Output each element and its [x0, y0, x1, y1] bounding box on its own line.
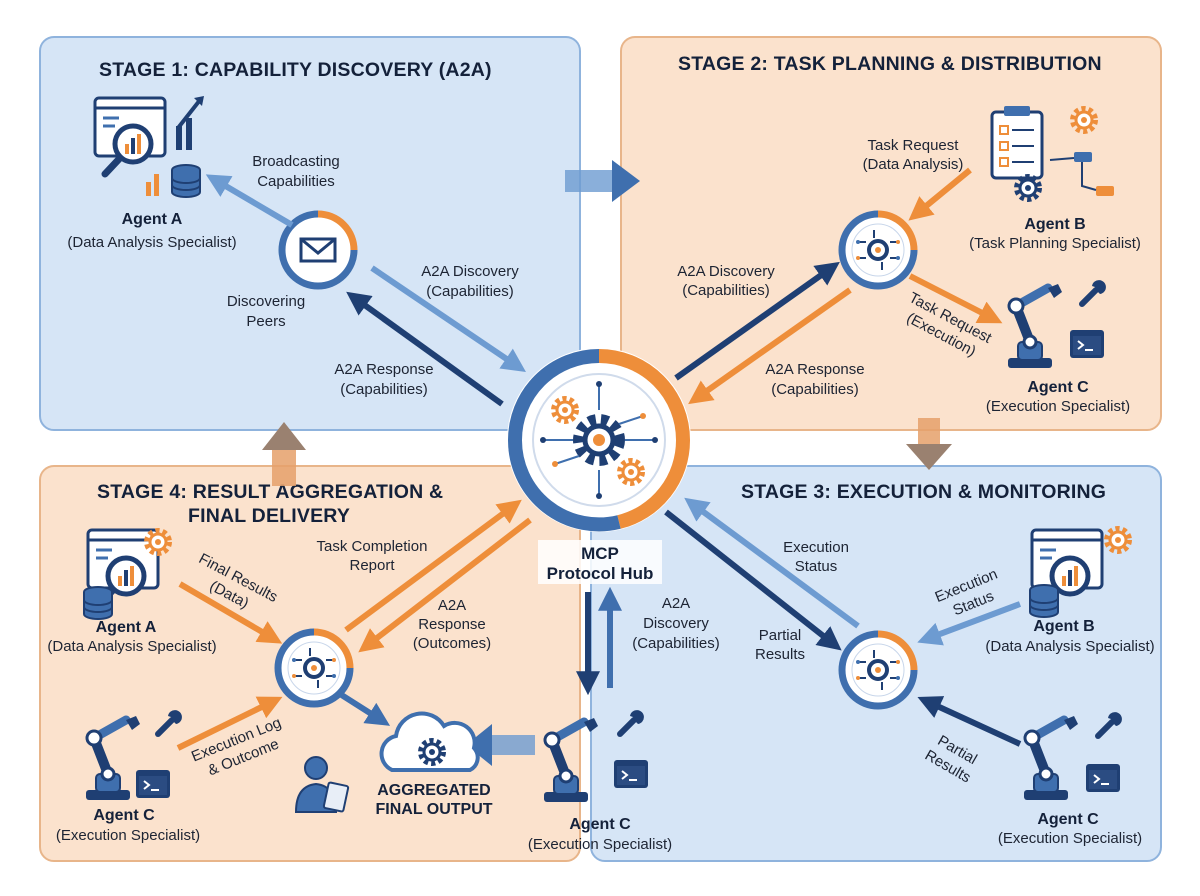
- s3-agent-b-name: Agent B: [1033, 618, 1094, 635]
- s4-agent-c-name: Agent C: [93, 807, 155, 824]
- s3-status-arrow: [684, 497, 860, 629]
- s4-completion-arrow: [344, 499, 522, 633]
- s2-agent-b-icon: [990, 106, 1114, 199]
- s1-response-label-2: (Capabilities): [340, 381, 428, 398]
- s3-partial-arrow: [664, 509, 842, 651]
- stage1-title: STAGE 1: CAPABILITY DISCOVERY (A2A): [99, 59, 492, 81]
- s1-discovery-label-2: (Capabilities): [426, 283, 514, 300]
- hub-label-1: MCP: [581, 544, 619, 563]
- stage-transition-4-1: [262, 422, 306, 486]
- s1-agent-a-icon: [95, 96, 204, 198]
- s4-response-label-3: (Outcomes): [413, 635, 491, 652]
- s1-broadcast-label-1: Broadcasting: [252, 153, 340, 170]
- s4-response-label-1: A2A: [438, 597, 466, 614]
- s3-status-label-2: Status: [795, 558, 838, 575]
- s1-response-label-1: A2A Response: [334, 361, 433, 378]
- s4-response-arrow: [358, 517, 532, 653]
- s4-completion-label-1: Task Completion: [317, 538, 428, 555]
- s2-planning-node: [842, 214, 914, 286]
- s1-agent-a-role: (Data Analysis Specialist): [67, 234, 236, 251]
- s3-status-label-1: Execution: [783, 539, 849, 556]
- s2-taskreq-label-1: Task Request: [868, 137, 960, 154]
- s4-agent-c-role: (Execution Specialist): [56, 827, 200, 844]
- stage4-title-line1: STAGE 4: RESULT AGGREGATION &: [97, 481, 443, 503]
- mcp-hub-icon: [507, 348, 691, 532]
- s2-discovery-label-1: A2A Discovery: [677, 263, 775, 280]
- s4-final-arrow: [178, 581, 283, 644]
- s3-monitor-node: [842, 634, 914, 706]
- s1-broadcast-label-2: Capabilities: [257, 173, 335, 190]
- s1-discovering-label-2: Peers: [246, 313, 285, 330]
- s2-agent-b-name: Agent B: [1024, 216, 1085, 233]
- s2-agent-c-name: Agent C: [1027, 379, 1089, 396]
- s3-exstatus-arrow: [917, 601, 1022, 646]
- output-label-2: FINAL OUTPUT: [375, 801, 492, 818]
- bottom-discovery-label-1: A2A: [662, 595, 690, 612]
- s3-agent-b-role: (Data Analysis Specialist): [985, 638, 1154, 655]
- s3-partial-label-1: Partial: [759, 627, 802, 644]
- output-label-1: AGGREGATED: [377, 782, 490, 799]
- s2-response-arrow: [688, 287, 852, 405]
- stage3-title: STAGE 3: EXECUTION & MONITORING: [741, 481, 1106, 503]
- s4-agent-a-role: (Data Analysis Specialist): [47, 638, 216, 655]
- s4-aggregation-node: [278, 632, 350, 704]
- s4-completion-label-2: Report: [349, 557, 395, 574]
- s2-discovery-arrow: [674, 261, 840, 381]
- s2-response-label-2: (Capabilities): [771, 381, 859, 398]
- s1-discovery-arrow: [370, 265, 526, 373]
- cloud-icon: [379, 711, 480, 772]
- bottom-agent-c-name: Agent C: [569, 816, 631, 833]
- stage-transition-3-4: [466, 724, 535, 766]
- bottom-discovery-label-2: Discovery: [643, 615, 709, 632]
- stage4-title-line2: FINAL DELIVERY: [188, 505, 350, 527]
- s1-broadcast-arrow: [205, 174, 294, 228]
- s2-agent-c-role: (Execution Specialist): [986, 398, 1130, 415]
- person-icon: [294, 756, 350, 813]
- s1-response-arrow: [346, 291, 504, 407]
- s4-output-arrow: [338, 691, 391, 726]
- hub-label-2: Protocol Hub: [547, 564, 654, 583]
- s3-partial-b-arrow: [917, 696, 1022, 747]
- s1-discovering-label-1: Discovering: [227, 293, 305, 310]
- stage-transition-1-2: [565, 160, 640, 202]
- stage-transition-2-3: [906, 418, 952, 470]
- s1-agent-a-name: Agent A: [122, 211, 183, 228]
- bottom-discovery-label-3: (Capabilities): [632, 635, 720, 652]
- s1-discovery-label-1: A2A Discovery: [421, 263, 519, 280]
- s2-taskreq-arrow: [908, 167, 972, 221]
- s4-response-label-2: Response: [418, 616, 486, 633]
- s2-agent-b-role: (Task Planning Specialist): [969, 235, 1141, 252]
- s3-agent-c-name: Agent C: [1037, 811, 1099, 828]
- s4-log-arrow: [176, 696, 283, 751]
- bottom-agent-c-role: (Execution Specialist): [528, 836, 672, 853]
- s2-response-label-1: A2A Response: [765, 361, 864, 378]
- s2-taskreq-label-2: (Data Analysis): [863, 156, 964, 173]
- s2-discovery-label-2: (Capabilities): [682, 282, 770, 299]
- s2-taskexec-arrow: [908, 273, 1003, 324]
- s4-agent-a-name: Agent A: [96, 619, 157, 636]
- s3-partial-label-2: Results: [755, 646, 805, 663]
- s3-agent-c-role: (Execution Specialist): [998, 830, 1142, 847]
- s1-envelope-node: [278, 210, 358, 290]
- stage2-title: STAGE 2: TASK PLANNING & DISTRIBUTION: [678, 53, 1102, 75]
